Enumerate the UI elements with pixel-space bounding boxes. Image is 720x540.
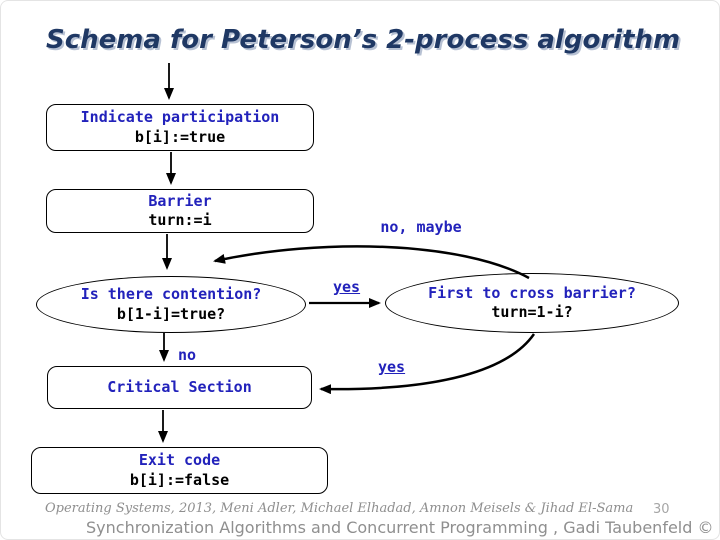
first-cross-heading: First to cross barrier?	[428, 283, 636, 302]
slide-title: Schema for Peterson’s 2-process algorith…	[46, 25, 681, 55]
first-cross-code: turn=1-i?	[491, 303, 573, 321]
label-no-maybe: no, maybe	[380, 218, 462, 236]
contention-heading: Is there contention?	[80, 285, 262, 303]
exit-heading: Exit code	[138, 451, 221, 469]
label-yes-first-cross: yes	[378, 358, 406, 376]
label-no-contention: no	[178, 346, 197, 364]
exit-code: b[i]:=false	[129, 470, 230, 489]
flow-box-barrier: Barrier turn:=i	[46, 189, 314, 233]
flow-box-indicate-participation: Indicate participation b[i]:=true	[46, 104, 314, 151]
indicate-code: b[i]:=true	[134, 127, 226, 146]
contention-code: b[1-i]=true?	[116, 304, 226, 323]
footer-book-reference: Synchronization Algorithms and Concurren…	[86, 518, 720, 537]
critical-heading: Critical Section	[107, 377, 252, 396]
page-number: 30	[653, 502, 670, 517]
arrow-yes-to-critical	[319, 333, 536, 395]
flow-ellipse-first-to-cross: First to cross barrier? turn=1-i?	[385, 273, 679, 333]
arrow-no-maybe-loop	[213, 245, 530, 280]
flow-ellipse-contention: Is there contention? b[1-i]=true?	[36, 276, 306, 333]
flow-box-critical-section: Critical Section	[47, 366, 312, 409]
barrier-code: turn:=i	[148, 211, 212, 229]
footer-credits: Operating Systems, 2013, Meni Adler, Mic…	[45, 501, 634, 516]
barrier-heading: Barrier	[148, 191, 212, 210]
label-yes-contention: yes	[333, 278, 361, 296]
indicate-heading: Indicate participation	[80, 108, 280, 126]
flow-box-exit-code: Exit code b[i]:=false	[31, 447, 328, 494]
